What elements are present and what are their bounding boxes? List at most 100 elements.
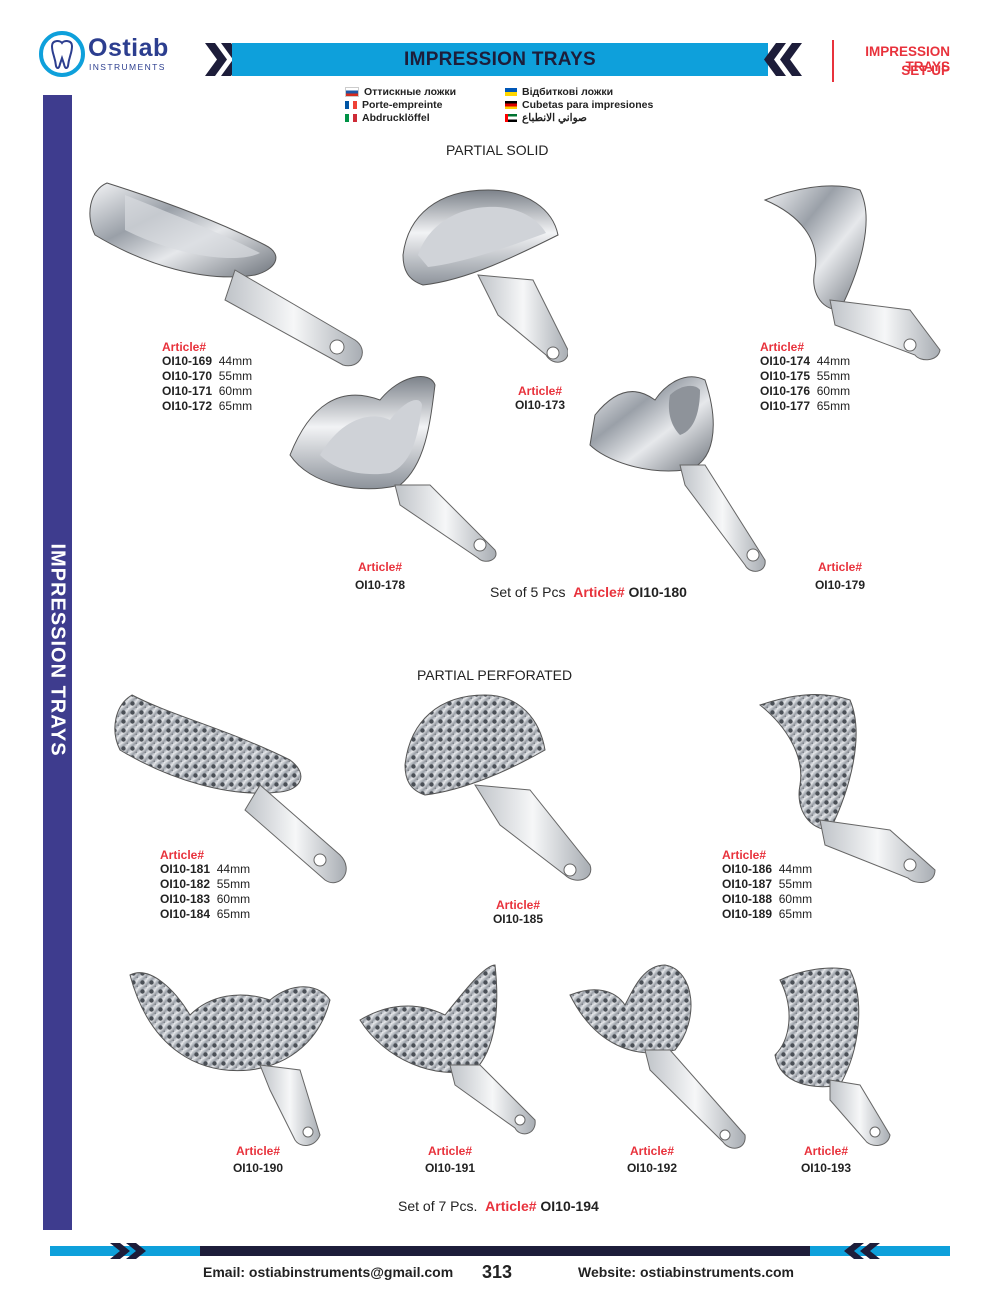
set-code: OI10-180 <box>628 584 687 600</box>
lang-french: Porte-empreinte <box>345 99 456 111</box>
article-code: OI10-181 <box>160 862 211 876</box>
article-code: OI10-176 <box>760 384 811 398</box>
category-box <box>832 40 1000 82</box>
lang-italian: Abdrucklöffel <box>345 112 456 124</box>
article-group-186-189: Article# OI10-186 44mm OI10-187 55mm OI1… <box>722 848 812 922</box>
article-code: OI10-187 <box>722 877 773 891</box>
article-size: 65mm <box>216 907 251 921</box>
article-code: OI10-170 <box>162 369 213 383</box>
article-code: OI10-193 <box>800 1161 852 1175</box>
article-code: OI10-169 <box>162 354 213 368</box>
article-label: Article# <box>803 1144 849 1158</box>
article-178: Article# OI10-178 <box>350 560 410 592</box>
ukraine-flag-icon <box>505 88 517 96</box>
brand-logo <box>38 30 178 78</box>
solid-tray-upper-right-image <box>763 185 941 361</box>
article-191: Article# OI10-191 <box>420 1144 480 1175</box>
set-prefix: Set of 7 Pcs. <box>398 1198 478 1214</box>
set-prefix: Set of 5 Pcs <box>490 584 566 600</box>
article-size: 60mm <box>778 892 813 906</box>
perforated-tray-upper-small-image <box>359 964 536 1135</box>
article-group-174-177: Article# OI10-174 44mm OI10-175 55mm OI1… <box>760 340 850 414</box>
lang-text: صواني الانطباع <box>522 112 587 124</box>
lang-text: Porte-empreinte <box>362 99 443 111</box>
article-label: Article# <box>817 560 863 574</box>
article-label: Article# <box>427 1144 473 1158</box>
article-size: 65mm <box>218 399 253 413</box>
article-code: OI10-177 <box>760 399 811 413</box>
article-row: OI10-189 65mm <box>722 907 812 922</box>
article-code: OI10-173 <box>514 398 566 412</box>
article-code: OI10-191 <box>424 1161 476 1175</box>
article-code: OI10-185 <box>492 912 544 926</box>
article-code: OI10-186 <box>722 862 773 876</box>
lang-spanish: Cubetas para impresiones <box>505 99 653 111</box>
footer-email[interactable]: Email: ostiabinstruments@gmail.com <box>203 1264 454 1280</box>
article-label: Article# <box>485 1198 537 1214</box>
article-group-169-172: Article# OI10-169 44mm OI10-170 55mm OI1… <box>162 340 252 414</box>
lang-ukrainian: Відбиткові ложки <box>505 86 653 98</box>
article-label: Article# <box>517 384 563 398</box>
article-size: 55mm <box>216 877 251 891</box>
footer-website[interactable]: Website: ostiabinstruments.com <box>578 1264 795 1280</box>
article-code: OI10-174 <box>760 354 811 368</box>
set-line-solid: Set of 5 Pcs Article# OI10-180 <box>490 584 687 600</box>
article-label: Article# <box>357 560 403 574</box>
article-row: OI10-177 65mm <box>760 399 850 414</box>
article-code: OI10-184 <box>160 907 211 921</box>
article-row: OI10-187 55mm <box>722 877 812 892</box>
set-code: OI10-194 <box>540 1198 599 1214</box>
lang-text: Відбиткові ложки <box>522 86 614 98</box>
article-label: Article# <box>573 584 625 600</box>
article-row: OI10-182 55mm <box>160 877 250 892</box>
article-row: OI10-188 60mm <box>722 892 812 907</box>
perforated-tray-lower-left-image <box>114 694 347 884</box>
russia-flag-icon <box>345 87 359 97</box>
article-size: 44mm <box>216 862 251 876</box>
article-size: 65mm <box>816 399 851 413</box>
article-193: Article# OI10-193 <box>796 1144 856 1175</box>
tooth-logo-icon <box>39 31 85 77</box>
article-code: OI10-188 <box>722 892 773 906</box>
article-code: OI10-190 <box>232 1161 284 1175</box>
article-size: 65mm <box>778 907 813 921</box>
article-code: OI10-179 <box>814 578 866 592</box>
footer-band <box>50 1243 950 1259</box>
article-185: Article# OI10-185 <box>488 898 548 926</box>
article-label: Article# <box>722 848 767 862</box>
logo-subtitle: INSTRUMENTS <box>89 62 166 72</box>
article-label: Article# <box>760 340 805 354</box>
article-row: OI10-171 60mm <box>162 384 252 399</box>
article-code: OI10-192 <box>626 1161 678 1175</box>
uae-flag-icon <box>505 114 517 122</box>
perforated-tray-lower-narrow-image <box>774 967 891 1146</box>
language-list-left: Оттискные ложки Porte-empreinte Abdruckl… <box>345 86 456 124</box>
article-size: 60mm <box>216 892 251 906</box>
article-label: Article# <box>162 340 207 354</box>
logo-name: Ostiab <box>88 34 169 62</box>
set-line-perforated: Set of 7 Pcs. Article# OI10-194 <box>398 1198 599 1214</box>
italy-flag-icon <box>345 114 357 122</box>
solid-tray-lower-left-image <box>89 182 363 367</box>
article-row: OI10-183 60mm <box>160 892 250 907</box>
article-label: Article# <box>160 848 205 862</box>
article-code: OI10-172 <box>162 399 213 413</box>
side-label: IMPRESSION TRAYS <box>46 543 69 757</box>
article-code: OI10-189 <box>722 907 773 921</box>
article-192: Article# OI10-192 <box>622 1144 682 1175</box>
article-code: OI10-178 <box>354 578 406 592</box>
article-size: 44mm <box>778 862 813 876</box>
article-179: Article# OI10-179 <box>810 560 870 592</box>
article-row: OI10-175 55mm <box>760 369 850 384</box>
perforated-tray-upper-right-image <box>758 694 936 883</box>
side-band <box>43 95 72 1230</box>
article-size: 55mm <box>218 369 253 383</box>
article-row: OI10-172 65mm <box>162 399 252 414</box>
article-173: Article# OI10-173 <box>510 384 570 412</box>
perforated-tray-upper-wide-image <box>129 972 331 1146</box>
page-number: 313 <box>482 1262 513 1282</box>
section-title-perforated: PARTIAL PERFORATED <box>417 667 573 683</box>
france-flag-icon <box>345 101 357 109</box>
article-code: OI10-175 <box>760 369 811 383</box>
article-row: OI10-169 44mm <box>162 354 252 369</box>
